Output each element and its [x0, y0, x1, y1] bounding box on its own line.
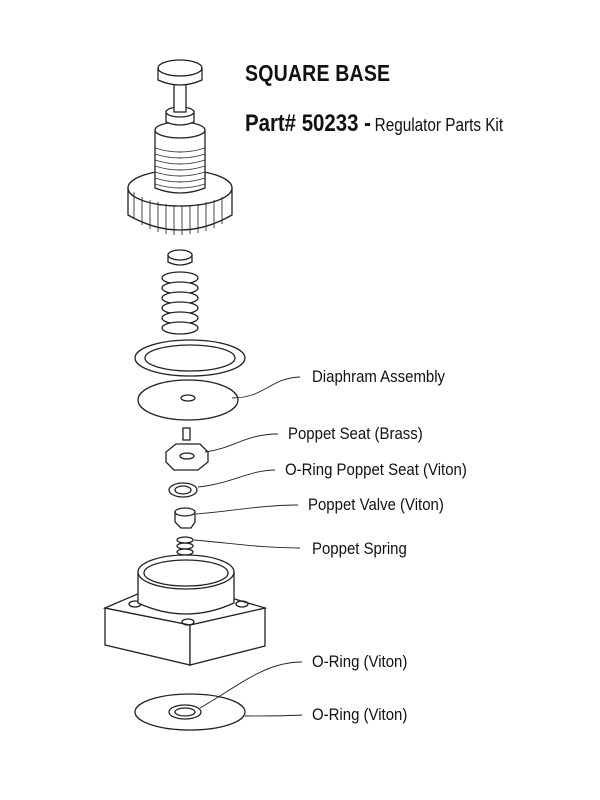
bonnet-assembly: [127, 59, 233, 235]
callout-oring-poppet-seat: O-Ring Poppet Seat (Viton): [285, 460, 467, 479]
kit-description: Regulator Parts Kit: [374, 115, 504, 135]
callout-diaphragm-assembly: Diaphram Assembly: [312, 367, 446, 386]
leader-lines: [193, 376, 303, 717]
bottom-oring-large: [134, 693, 246, 731]
diaphragm-disc: [137, 379, 239, 421]
part-number: Part# 50233 -: [245, 110, 371, 137]
poppet-valve: [174, 507, 196, 529]
diagram-subtitle: Part# 50233 - Regulator Parts Kit: [245, 110, 503, 138]
poppet-seat: [165, 427, 209, 471]
callout-poppet-spring: Poppet Spring: [312, 539, 407, 558]
callout-oring-upper: O-Ring (Viton): [312, 652, 408, 671]
poppet-seat-oring: [168, 482, 198, 498]
bottom-oring-small: [168, 704, 202, 720]
diagram-title: SQUARE BASE: [245, 60, 391, 86]
diaphragm-ring: [134, 339, 246, 377]
spring-button: [167, 249, 193, 266]
square-base: [102, 554, 268, 666]
callout-oring-lower: O-Ring (Viton): [312, 705, 408, 724]
callout-poppet-seat-brass: Poppet Seat (Brass): [288, 424, 423, 443]
callout-poppet-valve: Poppet Valve (Viton): [308, 495, 444, 514]
main-spring: [161, 271, 199, 335]
